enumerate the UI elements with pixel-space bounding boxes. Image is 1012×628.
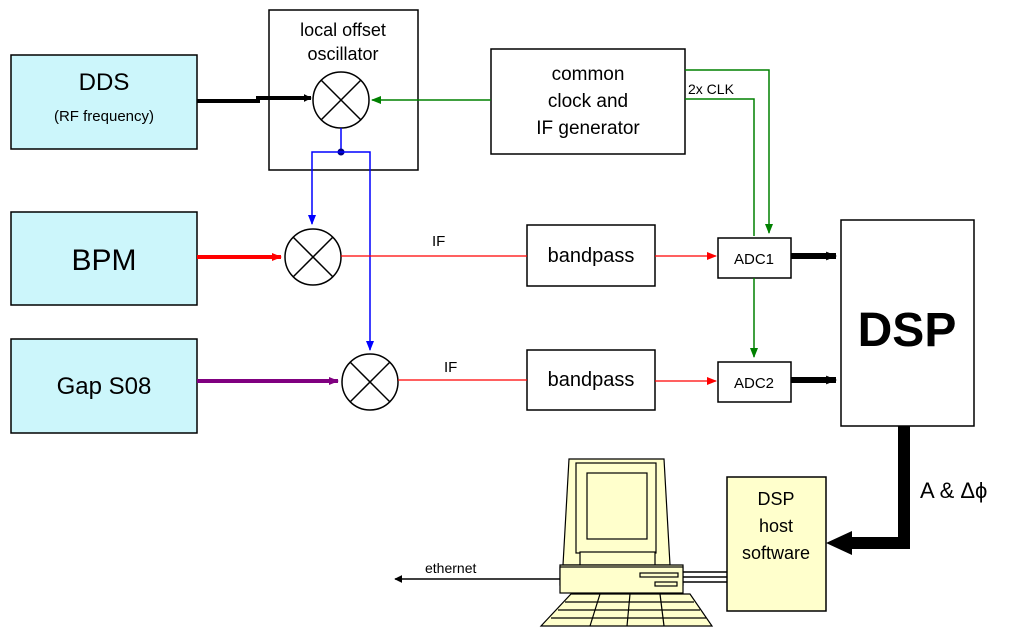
clock-generator-block: common clock and IF generator xyxy=(490,48,686,155)
clock-generator-line1: common xyxy=(552,64,625,85)
clock-generator-line2: clock and xyxy=(548,91,628,112)
bandpass-1-label: bandpass xyxy=(548,245,635,267)
dsp-block: DSP xyxy=(840,219,975,427)
gap-title: Gap S08 xyxy=(57,373,152,400)
dsp-to-host-line xyxy=(850,426,910,549)
dds-subtitle: (RF frequency) xyxy=(54,108,154,125)
if-label-1: IF xyxy=(432,233,445,250)
computer-icon xyxy=(539,458,714,627)
bpm-block: BPM xyxy=(10,211,198,306)
dsp-host-block: DSP host software xyxy=(726,476,827,612)
clk-label: 2x CLK xyxy=(688,81,735,97)
local-oscillator-line1: local offset xyxy=(300,20,386,40)
lo-to-gap-mixer-line xyxy=(341,151,374,351)
dsp-title: DSP xyxy=(858,304,957,357)
dsp-host-line2: host xyxy=(759,516,793,536)
bandpass-block-1: bandpass xyxy=(526,224,656,287)
amp-phase-label: A & Δϕ xyxy=(920,478,987,503)
lo-mixer-symbol xyxy=(312,71,370,129)
dsp-host-line1: DSP xyxy=(757,489,794,509)
bpm-title: BPM xyxy=(71,244,136,277)
dds-title: DDS xyxy=(79,69,130,96)
clock-to-adc1-line-b xyxy=(685,98,755,236)
bandpass-block-2: bandpass xyxy=(526,349,656,411)
dds-to-mixer-line xyxy=(197,94,312,103)
clock-generator-line3: IF generator xyxy=(536,118,640,139)
local-oscillator-line2: oscillator xyxy=(307,44,378,64)
clock-to-adc1-line-a xyxy=(685,69,773,234)
gap-block: Gap S08 xyxy=(10,338,198,434)
adc1-block: ADC1 xyxy=(717,237,792,279)
lo-to-bpm-mixer-line xyxy=(308,151,341,225)
adc1-label: ADC1 xyxy=(734,251,774,268)
bpm-mixer-symbol xyxy=(284,228,342,286)
adc2-label: ADC2 xyxy=(734,375,774,392)
dsp-to-host-arrowhead xyxy=(826,531,852,555)
bandpass-2-label: bandpass xyxy=(548,369,635,391)
adc2-block: ADC2 xyxy=(717,361,792,403)
gap-mixer-symbol xyxy=(341,353,399,411)
dds-block: DDS (RF frequency) xyxy=(10,54,198,150)
dsp-host-line3: software xyxy=(742,543,810,563)
ethernet-label: ethernet xyxy=(425,560,476,576)
if-label-2: IF xyxy=(444,359,457,376)
